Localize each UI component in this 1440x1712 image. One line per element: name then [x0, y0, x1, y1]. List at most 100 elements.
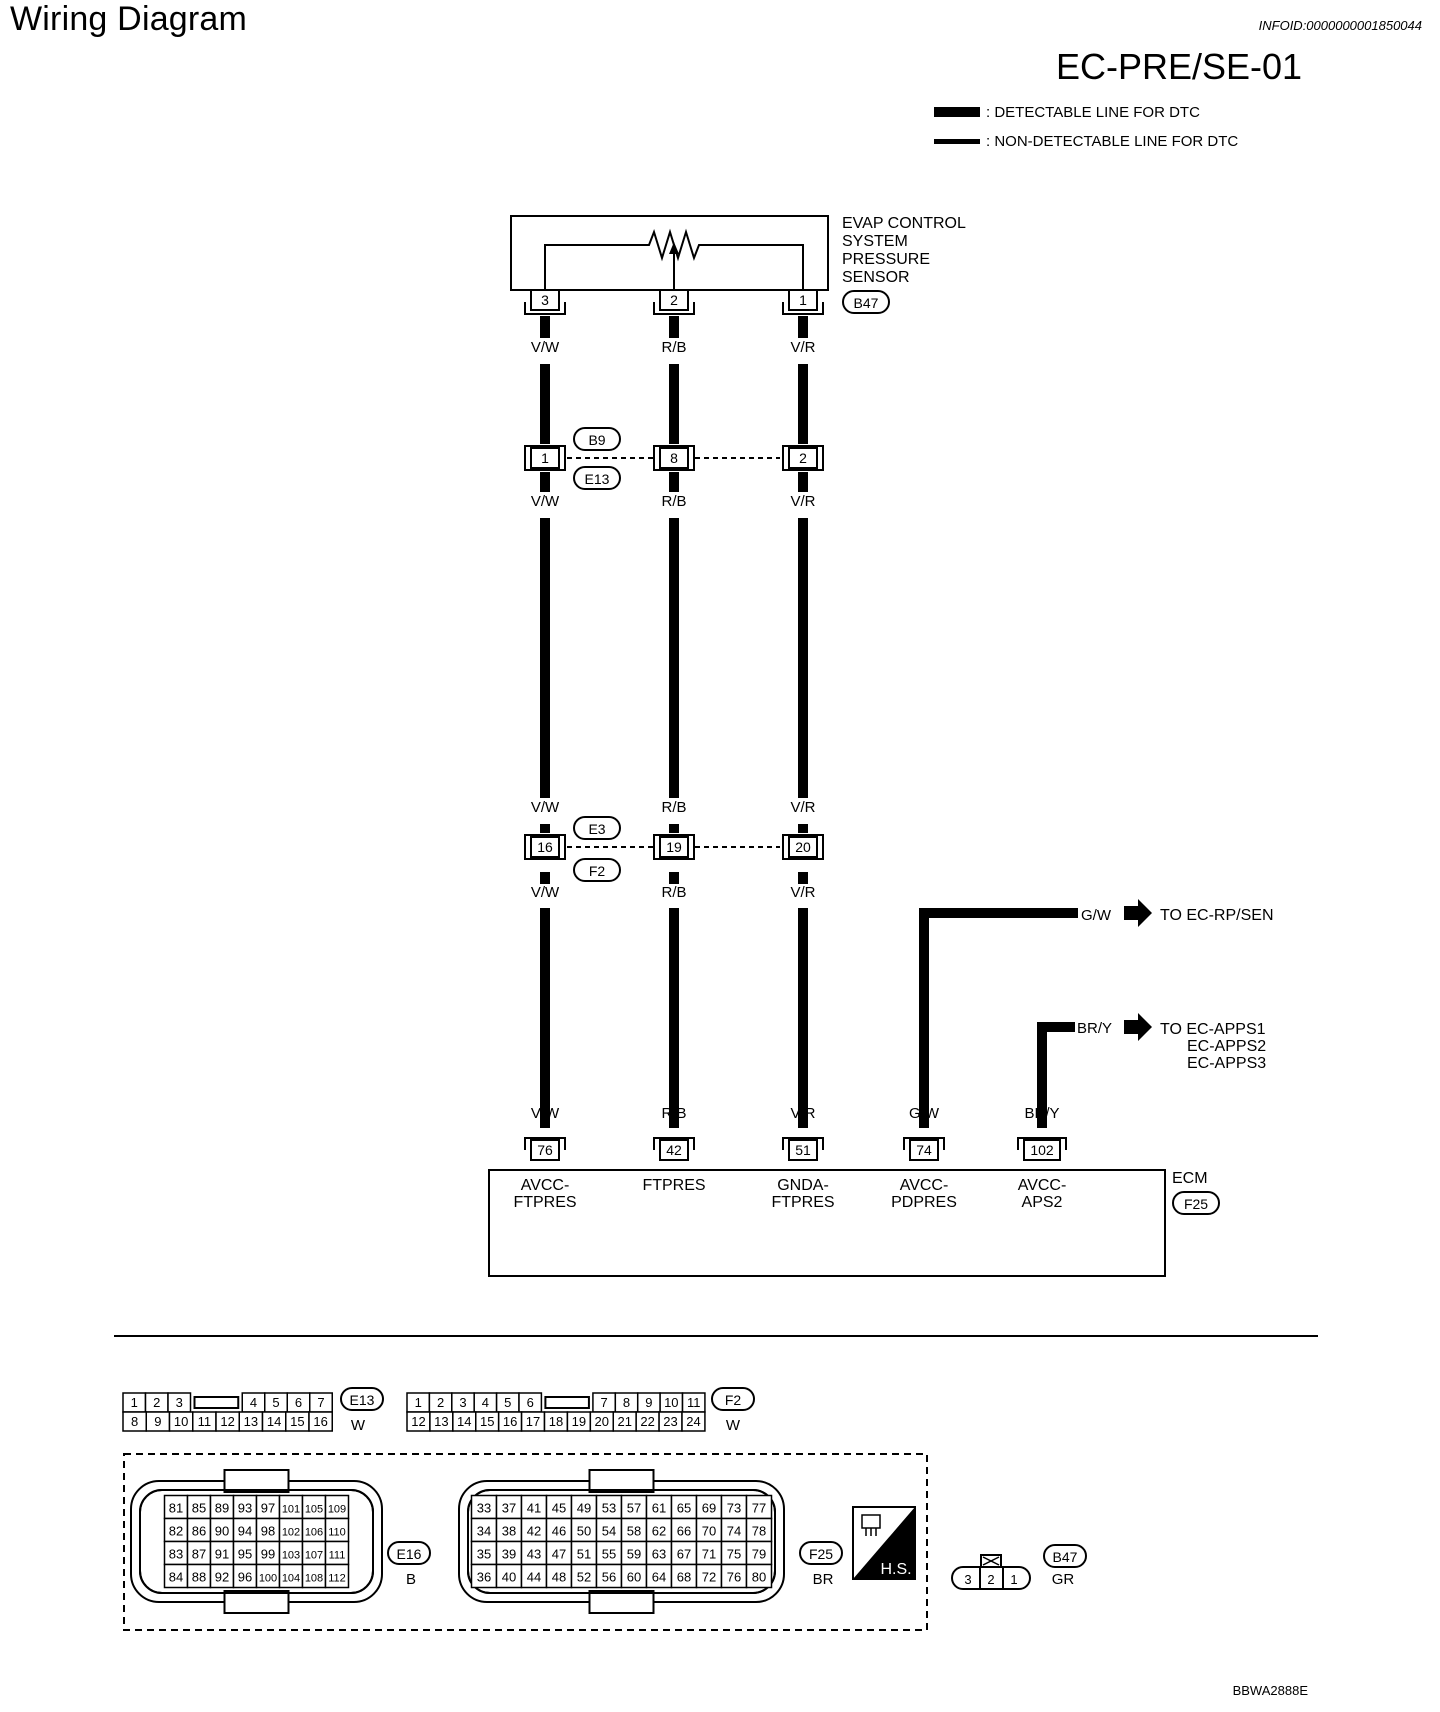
wire-label: V/W [531, 884, 560, 901]
cavity-number: 110 [328, 1527, 346, 1539]
wire-label: V/R [790, 799, 815, 816]
ecm-box: ECM F25 AVCC- FTPRES FTPRES GNDA- FTPRES… [488, 1169, 1220, 1277]
cavity [324, 1563, 350, 1589]
terminal-bracket [524, 302, 566, 315]
cavity-number: 73 [727, 1501, 741, 1516]
ecm-pin-label: AVCC- [1018, 1177, 1067, 1194]
cavity-number: 66 [677, 1524, 691, 1539]
housing-tab [223, 1590, 290, 1614]
cavity-number: 107 [305, 1550, 323, 1562]
ecm-pin-label: AVCC- [521, 1177, 570, 1194]
pin-number: 16 [537, 839, 553, 855]
connector-b47-label: B47 [854, 295, 879, 311]
cavity-number: 1 [1010, 1572, 1017, 1587]
terminal-bracket [653, 445, 695, 458]
cavity-number: 93 [238, 1501, 252, 1516]
view-e13-color: W [351, 1417, 366, 1434]
cavity-number: 72 [702, 1570, 716, 1585]
pin-box [909, 1139, 939, 1161]
junction2-pin: 16 [530, 836, 560, 858]
cavity-number: 10 [664, 1395, 678, 1410]
connector-e13-label: E13 [585, 471, 610, 487]
cavity-number: 88 [192, 1570, 206, 1585]
cavity-number: 48 [552, 1570, 566, 1585]
pin-box [530, 289, 560, 311]
thin-line-swatch [934, 138, 980, 144]
cavity-number: 43 [527, 1547, 541, 1562]
ref-rp-sen-wire: G/W [1081, 907, 1112, 924]
cavity-number: 47 [552, 1547, 566, 1562]
cavity-number: 7 [317, 1395, 324, 1410]
figure-code: BBWA2888E [1232, 1683, 1308, 1698]
ecm-pin-label: PDPRES [891, 1194, 957, 1211]
cavity-number: 2 [987, 1572, 994, 1587]
cavity [681, 1411, 706, 1432]
cavity-number: 39 [502, 1547, 516, 1562]
view-e16-tag [387, 1541, 431, 1565]
terminal-bracket [782, 445, 824, 458]
cavity-number: 6 [527, 1395, 534, 1410]
terminal-bracket [653, 834, 695, 847]
terminal-bracket [653, 458, 695, 471]
info-id: INFOID:0000000001850044 [1258, 18, 1422, 33]
view-e16-label: E16 [397, 1546, 422, 1562]
cavity-number: 104 [282, 1573, 300, 1585]
junction1-pin: 2 [788, 447, 818, 469]
legend-non-detectable-label: : NON-DETECTABLE LINE FOR DTC [986, 132, 1239, 150]
view-f25-color: BR [813, 1571, 834, 1588]
wire-label: V/W [531, 339, 560, 356]
pin-number: 102 [1030, 1142, 1054, 1158]
terminal-bracket [782, 847, 824, 860]
ecm-pin-label: FTPRES [513, 1194, 576, 1211]
cavity-number: 106 [305, 1527, 323, 1539]
cavity-number: 5 [504, 1395, 511, 1410]
cavity-number: 70 [702, 1524, 716, 1539]
wire-g-w [919, 908, 1078, 1128]
wires [540, 316, 1078, 1128]
cavity-number: 92 [215, 1570, 229, 1585]
cavity-number: 57 [627, 1501, 641, 1516]
housing-inner-edge [467, 1489, 776, 1594]
connector-e3-tag: E3 [573, 816, 621, 840]
terminal-bracket [782, 1137, 824, 1150]
cavity-number: 15 [290, 1414, 304, 1429]
cavity-number: 54 [602, 1524, 616, 1539]
junction1-pin: 8 [659, 447, 689, 469]
wire-label: G/W [909, 1105, 940, 1122]
pin-box [659, 447, 689, 469]
cavity-number: 34 [477, 1524, 491, 1539]
cavity-number: 50 [577, 1524, 591, 1539]
terminal-bracket [653, 847, 695, 860]
ref-apps-label-1: TO EC-APPS1 [1160, 1021, 1266, 1038]
cavity-number: 33 [477, 1501, 491, 1516]
ref-apps-label-2: EC-APPS2 [1187, 1038, 1266, 1055]
cavity-number: 8 [131, 1414, 138, 1429]
pin-box [1023, 1139, 1061, 1161]
view-f2-color: W [726, 1417, 741, 1434]
ecm-pin-labels: AVCC- FTPRES FTPRES GNDA- FTPRES AVCC- P… [513, 1177, 1066, 1211]
sensor-name-2: SYSTEM [842, 233, 908, 250]
pin-number: 19 [666, 839, 682, 855]
cavity-number: 75 [727, 1547, 741, 1562]
cavity-number: 102 [282, 1527, 300, 1539]
pin-box [788, 836, 818, 858]
cavity-number: 90 [215, 1524, 229, 1539]
sensor-name-4: SENSOR [842, 269, 910, 286]
wire-br-y [1037, 1022, 1075, 1128]
wire-label: V/W [531, 1105, 560, 1122]
terminal-bracket [782, 458, 824, 471]
cavity-number: 41 [527, 1501, 541, 1516]
terminal-bracket [524, 458, 566, 471]
cavity-number: 20 [595, 1414, 609, 1429]
junction1-pin: 1 [530, 447, 560, 469]
latch-mark [982, 1556, 1000, 1566]
cavity-number: 82 [169, 1524, 183, 1539]
cavity-number: 98 [261, 1524, 275, 1539]
connector-f2-label: F2 [589, 863, 606, 879]
terminal-bracket [653, 1137, 695, 1150]
cavity-number: 112 [328, 1573, 346, 1585]
cavity [308, 1411, 333, 1432]
ref-rp-sen: G/W TO EC-RP/SEN [1081, 899, 1274, 927]
cavity-number: 15 [480, 1414, 494, 1429]
